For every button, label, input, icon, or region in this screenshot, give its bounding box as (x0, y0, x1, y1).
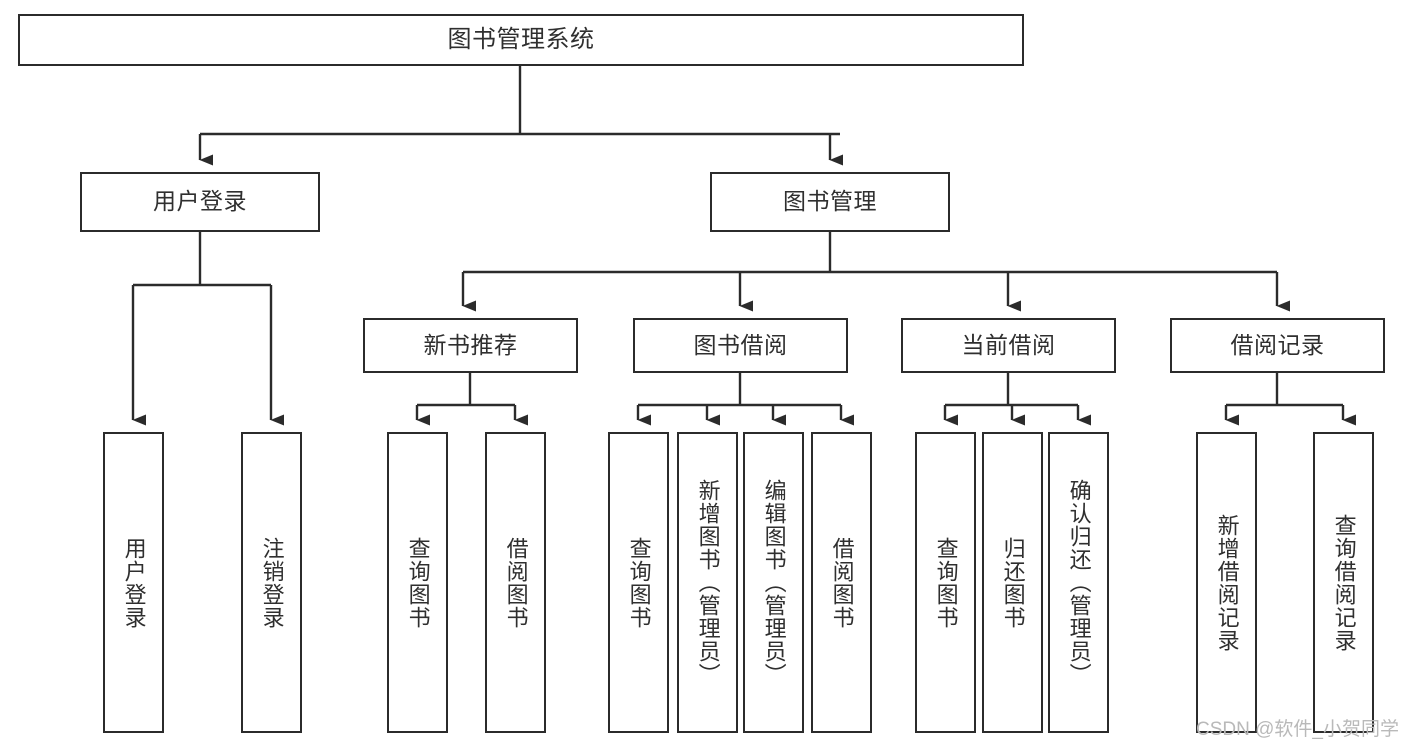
node-user-login[interactable]: 用户登录 (80, 172, 320, 232)
node-book-borrow[interactable]: 图书借阅 (633, 318, 848, 373)
leaf-add-borrow-record-label: 新增借阅记录 (1214, 513, 1240, 652)
node-root-label: 图书管理系统 (447, 25, 595, 53)
leaf-borrow-book-1[interactable]: 借阅图书 (485, 432, 546, 733)
leaf-user-logout-label: 注销登录 (259, 536, 285, 629)
node-new-book-recommend-label: 新书推荐 (423, 331, 518, 358)
leaf-user-login-label: 用户登录 (121, 536, 147, 629)
leaf-query-borrow-record[interactable]: 查询借阅记录 (1313, 432, 1374, 733)
leaf-confirm-return-admin[interactable]: 确认归还（管理员） (1048, 432, 1109, 733)
leaf-confirm-return-admin-label: 确认归还（管理员） (1066, 479, 1092, 686)
leaf-return-book-label: 归还图书 (1000, 536, 1026, 629)
node-current-borrow-label: 当前借阅 (961, 331, 1056, 358)
node-root[interactable]: 图书管理系统 (18, 14, 1024, 66)
leaf-query-book-2-label: 查询图书 (626, 536, 652, 629)
node-book-management-label: 图书管理 (783, 188, 877, 215)
leaf-query-book-1[interactable]: 查询图书 (387, 432, 448, 733)
node-new-book-recommend[interactable]: 新书推荐 (363, 318, 578, 373)
node-book-management[interactable]: 图书管理 (710, 172, 950, 232)
leaf-add-borrow-record[interactable]: 新增借阅记录 (1196, 432, 1257, 733)
leaf-add-book-admin-label: 新增图书（管理员） (695, 479, 721, 686)
leaf-borrow-book-2[interactable]: 借阅图书 (811, 432, 872, 733)
node-book-borrow-label: 图书借阅 (693, 331, 788, 358)
leaf-add-book-admin[interactable]: 新增图书（管理员） (677, 432, 738, 733)
node-borrow-record-label: 借阅记录 (1230, 331, 1325, 358)
leaf-borrow-book-2-label: 借阅图书 (829, 536, 855, 629)
leaf-borrow-book-1-label: 借阅图书 (503, 536, 529, 629)
leaf-edit-book-admin-label: 编辑图书（管理员） (761, 479, 787, 686)
leaf-query-borrow-record-label: 查询借阅记录 (1331, 513, 1357, 652)
leaf-query-book-3-label: 查询图书 (933, 536, 959, 629)
leaf-query-book-2[interactable]: 查询图书 (608, 432, 669, 733)
leaf-edit-book-admin[interactable]: 编辑图书（管理员） (743, 432, 804, 733)
node-current-borrow[interactable]: 当前借阅 (901, 318, 1116, 373)
node-borrow-record[interactable]: 借阅记录 (1170, 318, 1385, 373)
leaf-query-book-1-label: 查询图书 (405, 536, 431, 629)
csdn-watermark: CSDN @软件_小贺同学 (1196, 719, 1399, 740)
node-user-login-label: 用户登录 (153, 188, 247, 215)
leaf-user-logout[interactable]: 注销登录 (241, 432, 302, 733)
leaf-query-book-3[interactable]: 查询图书 (915, 432, 976, 733)
leaf-user-login[interactable]: 用户登录 (103, 432, 164, 733)
leaf-return-book[interactable]: 归还图书 (982, 432, 1043, 733)
